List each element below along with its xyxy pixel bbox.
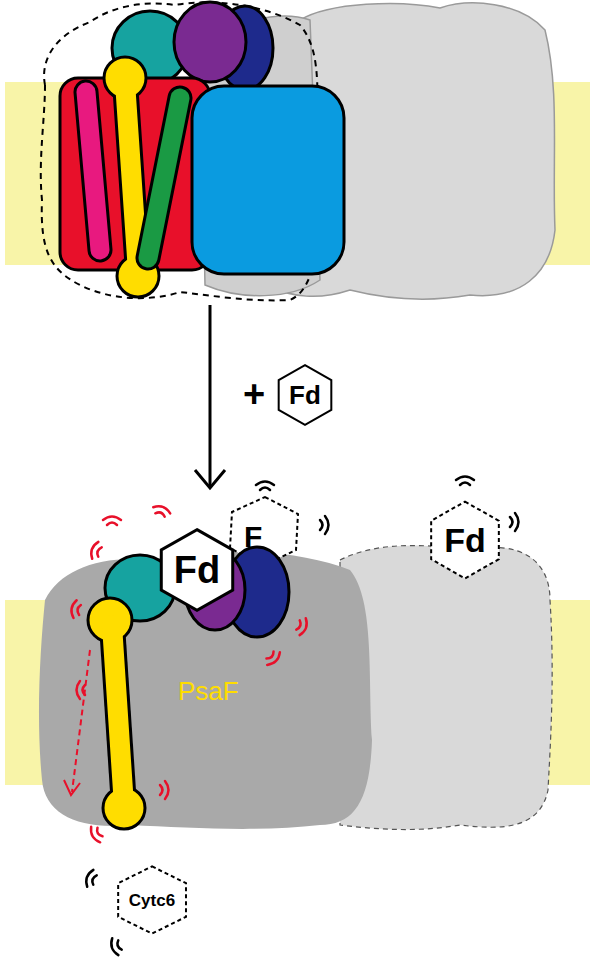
movement-arrow <box>72 650 90 792</box>
motion-mark <box>88 824 104 844</box>
plus-sign: + <box>243 375 265 413</box>
subunit-magenta <box>86 92 100 250</box>
motion-mark <box>160 781 169 799</box>
reaction-arrow <box>209 305 212 486</box>
motion-mark <box>89 541 103 561</box>
subunit-blue <box>192 86 344 274</box>
motion-mark <box>510 513 519 531</box>
motion-mark <box>103 517 121 526</box>
motion-mark <box>264 649 283 668</box>
node-text: Fd <box>174 551 220 589</box>
motion-mark <box>84 869 98 889</box>
motion-mark <box>70 600 81 619</box>
motion-marks <box>70 477 518 957</box>
subunit-purple <box>174 2 246 82</box>
motion-mark <box>320 516 329 534</box>
psaf-label: PsaF <box>178 678 239 704</box>
subunit-green <box>148 98 180 258</box>
motion-mark <box>295 617 309 637</box>
fd-hexagon-bound: Fd <box>159 528 235 612</box>
node-text: Cytc6 <box>129 892 175 909</box>
arrow-head <box>195 470 225 488</box>
subunit-green-outline <box>148 98 180 258</box>
cytc6-hexagon: Cytc6 <box>116 865 188 935</box>
grey-monomer-dashed <box>340 546 552 830</box>
motion-mark <box>109 937 123 957</box>
motion-mark <box>77 681 86 699</box>
motion-mark <box>152 504 172 518</box>
motion-mark <box>456 477 474 486</box>
fd-hexagon-free: Fd <box>429 500 501 580</box>
node-text: Fd <box>289 382 321 408</box>
subunit-magenta-outline <box>86 92 100 250</box>
fd-hexagon: Fd <box>277 364 333 426</box>
movement-arrow-head <box>64 780 80 795</box>
psaf-bottom <box>88 598 145 829</box>
node-text: Fd <box>444 523 486 557</box>
motion-mark <box>256 482 274 491</box>
